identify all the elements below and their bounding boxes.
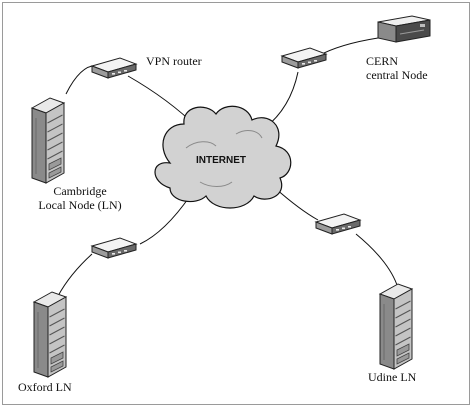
vpn-router-icon (91, 57, 137, 79)
cern-label-line2: central Node (366, 68, 428, 82)
oxford-server-icon (33, 291, 67, 378)
vpn-router-label: VPN router (146, 54, 202, 68)
desktop-node-icon (377, 15, 431, 43)
cambridge-server-icon (31, 97, 65, 184)
udine-router-icon (315, 213, 361, 235)
link-internet-udine-router (274, 187, 319, 221)
link-oxford-router-oxford-node (57, 253, 93, 297)
cambridge-label-line2: Local Node (LN) (38, 198, 122, 212)
internet-cloud-icon (154, 105, 292, 209)
udine-server-icon (379, 283, 413, 370)
diagram-frame (2, 2, 470, 405)
link-internet-oxford-router (139, 195, 191, 245)
cern-label-line1: CERN (366, 54, 399, 68)
udine-label: Udine LN (368, 370, 417, 384)
oxford-router-icon (91, 237, 137, 259)
cambridge-label-line1: Cambridge (53, 184, 107, 198)
cern-router-icon (281, 47, 327, 69)
internet-label: INTERNET (196, 155, 246, 166)
link-udine-router-udine-node (355, 233, 399, 289)
oxford-label: Oxford LN (18, 380, 72, 394)
